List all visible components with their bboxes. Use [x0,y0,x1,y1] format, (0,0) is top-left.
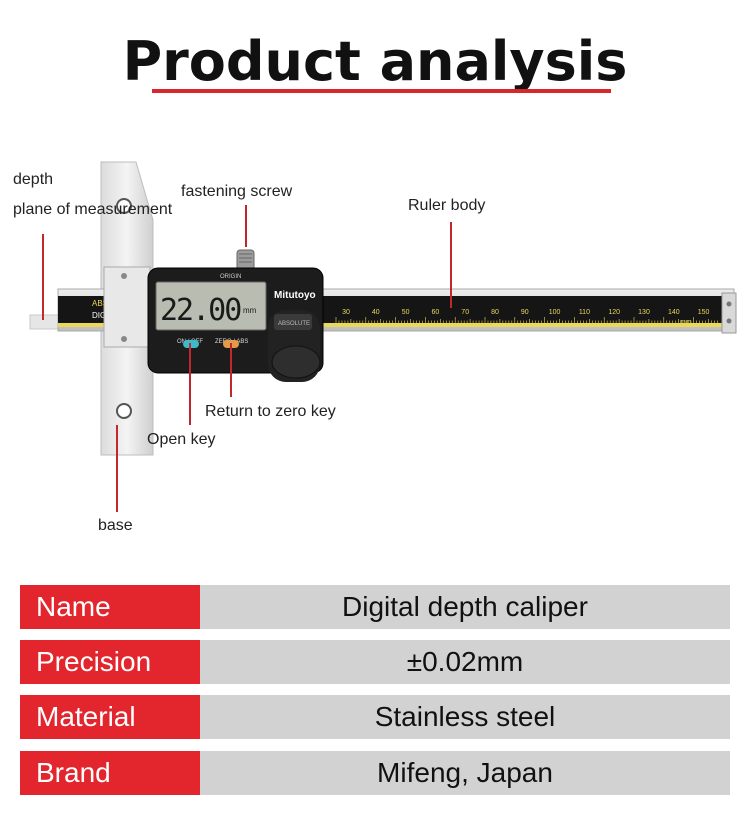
spec-row-brand: Brand Mifeng, Japan [20,751,730,795]
origin-label: ORIGIN [220,274,241,280]
spec-value: Digital depth caliper [200,585,730,629]
scale-ticks: 30 40 50 60 70 80 90 100 110 120 130 140 150 [335,309,718,323]
leader-base [116,425,118,512]
clamp-screw-top [121,273,127,279]
spec-label: Material [20,695,200,739]
scale-edge [58,323,723,327]
lcd-value: 22.00 [160,293,241,328]
scale-tick-label: 140 [668,309,680,316]
thumb-wheel [271,345,321,379]
label-plane-of-measurement: plane of measurement [13,201,173,218]
fastening-screw [236,249,255,271]
abs-badge [274,314,312,330]
leader-open-key [189,343,191,425]
scale-tick-label: 50 [402,309,410,316]
spec-label: Brand [20,751,200,795]
label-fastening-screw: fastening screw [181,183,293,200]
spec-row-name: Name Digital depth caliper [20,585,730,629]
clamp-screw-bottom [121,336,127,342]
beam-left-text2: DIG [92,311,106,320]
scale-tick-label: 70 [461,309,469,316]
spec-value: ±0.02mm [200,640,730,684]
on-off-button [183,340,199,348]
beam-end-screw-top [726,301,732,307]
scale-tick-label: 60 [432,309,440,316]
lcd-screen [155,281,267,331]
caliper-illustration: ABS DIG 30 40 50 60 70 80 90 100 110 120 130 140 150… [0,150,750,470]
scale-tick-label: 120 [608,309,620,316]
scale-tick-label: 100 [549,309,561,316]
spec-value: Mifeng, Japan [200,751,730,795]
scale-tick-label: 90 [521,309,529,316]
scale-tick-label: 30 [342,309,350,316]
brand-mark: Mitutoyo [274,290,316,301]
spec-label: Precision [20,640,200,684]
spec-label: Name [20,585,200,629]
scale-tick-label: 80 [491,309,499,316]
scale-tick-label: 150 [698,309,710,316]
scale-tick-label: 130 [638,309,650,316]
label-open-key: Open key [147,431,216,448]
title-underline [152,89,611,93]
base-hole-top [116,198,132,214]
caliper-drawing: ABS DIG 30 40 50 60 70 80 90 100 110 120 130 140 150… [29,161,737,456]
leader-ruler-body [450,222,452,308]
beam-end [721,292,737,334]
absolute-label: ABSOLUTE [278,321,310,327]
spec-value: Stainless steel [200,695,730,739]
beam-left-text: ABS [92,299,108,308]
label-return-to-zero: Return to zero key [205,403,336,420]
base-hole-bottom [116,403,132,419]
leader-return-to-zero [230,343,232,397]
page-title: Product analysis [122,30,628,93]
spec-row-precision: Precision ±0.02mm [20,640,730,684]
spec-row-material: Material Stainless steel [20,695,730,739]
scale-tick-label: 110 [579,309,590,316]
lcd-unit: mm [243,306,257,315]
leader-fastening-screw [245,205,247,247]
label-ruler-body: Ruler body [408,197,486,214]
label-base: base [98,517,133,534]
clamp-block [103,266,151,348]
label-depth: depth [13,171,54,188]
scale-tick-label: 40 [372,309,380,316]
scale-unit: mm [680,319,692,326]
leader-depth [42,234,44,320]
beam-end-screw-bottom [726,318,732,324]
